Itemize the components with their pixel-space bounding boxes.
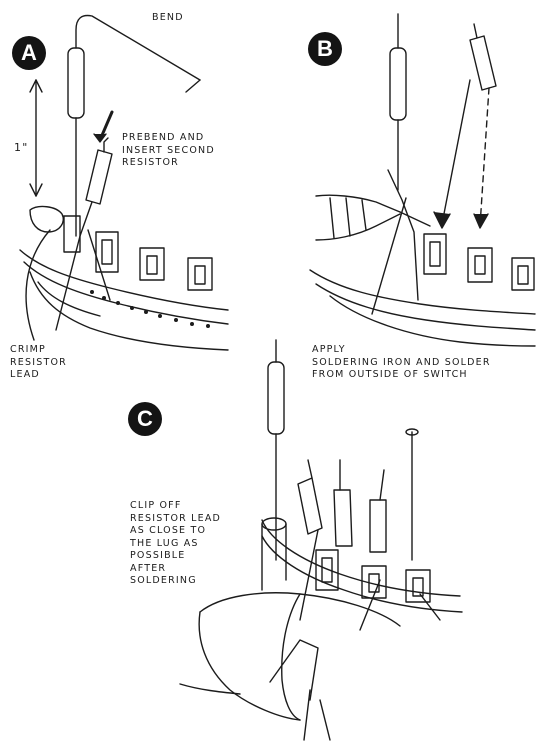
wire-cutters-c	[270, 640, 330, 740]
prebend-label: PREBEND AND INSERT SECOND RESISTOR	[122, 132, 215, 170]
panel-b-drawing	[310, 14, 535, 346]
prebend-arrow	[94, 112, 112, 142]
switch-lugs-b	[424, 234, 534, 290]
bend-label: BEND	[152, 12, 184, 25]
switch-shaft-c	[262, 518, 286, 590]
soldering-iron	[316, 195, 430, 240]
resistors-c	[268, 340, 440, 630]
crimp-leader	[26, 230, 50, 340]
second-resistor-b	[470, 24, 496, 228]
solder-wire	[388, 170, 418, 300]
switch-lugs-a	[64, 216, 212, 290]
lead-to-lug-b	[372, 198, 406, 314]
switch-wafer-b	[310, 270, 535, 314]
dimension-label: 1"	[14, 142, 28, 155]
step-b-badge: B	[308, 32, 342, 66]
apply-arrow	[434, 80, 470, 228]
pliers-a	[30, 207, 63, 232]
crimp-label: CRIMP RESISTOR LEAD	[10, 344, 67, 382]
panel-c-drawing	[180, 340, 462, 740]
step-c-badge: C	[128, 402, 162, 436]
apply-label: APPLY SOLDERING IRON AND SOLDER FROM OUT…	[312, 344, 491, 382]
panel-a-drawing	[20, 16, 228, 350]
step-a-badge: A	[12, 36, 46, 70]
switch-lugs-c	[316, 550, 430, 602]
dimension-arrow	[30, 80, 42, 196]
clip-label: CLIP OFF RESISTOR LEAD AS CLOSE TO THE L…	[130, 500, 221, 588]
first-resistor-b	[390, 14, 406, 190]
first-resistor-a	[68, 16, 200, 236]
